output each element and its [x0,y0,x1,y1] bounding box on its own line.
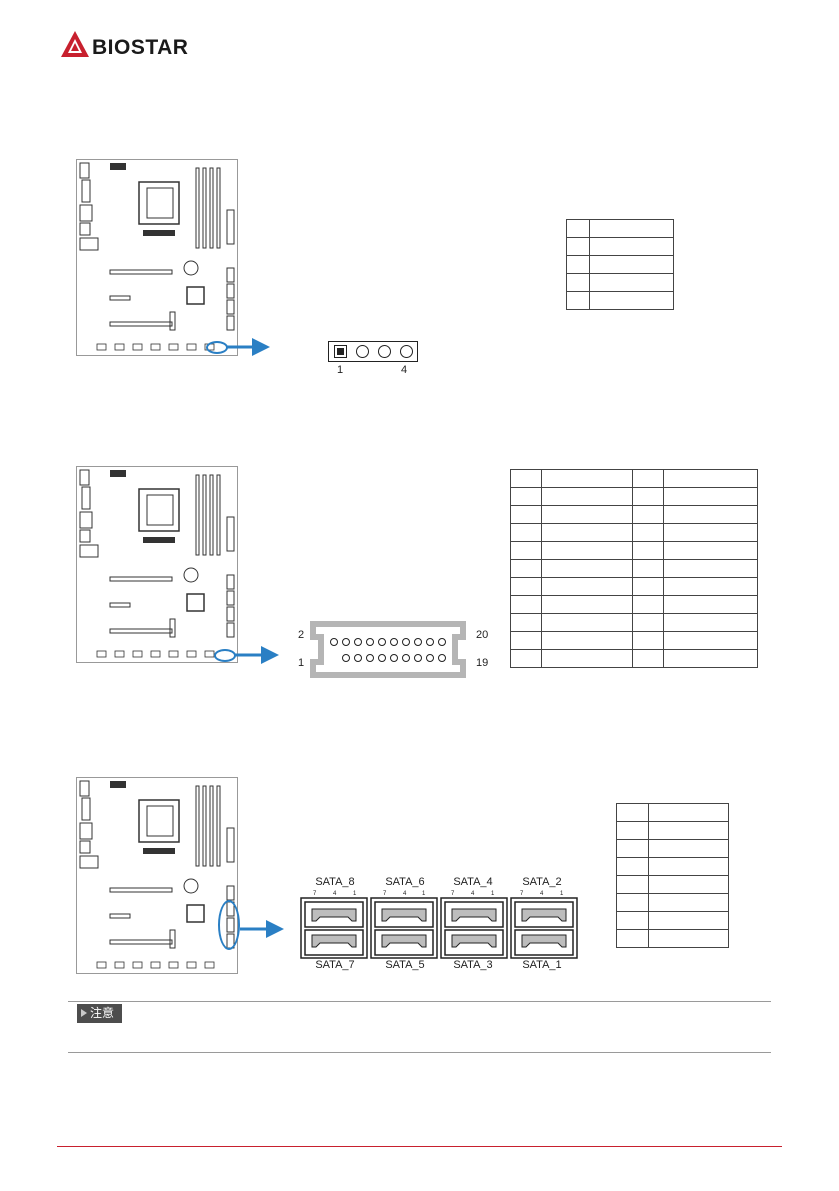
sata-label-bottom: SATA_7 [315,959,355,971]
pin-label-first: 1 [337,364,344,376]
pin-round [400,345,413,358]
sata-pin-number: 1 [422,891,426,897]
sata-port-block [300,897,578,959]
pin-label-bottom-left: 1 [298,657,305,669]
sata-pin-number: 1 [491,891,495,897]
callout-ellipse-3 [218,900,240,950]
sata-pin-number: 4 [471,891,475,897]
four-pin-header [328,341,418,362]
sata-label-bottom: SATA_1 [522,959,562,971]
biostar-logo: BIOSTAR [60,30,200,60]
sata-label-top: SATA_4 [453,876,493,888]
callout-arrow-2 [235,646,279,664]
note-top-rule [68,1001,771,1002]
pin-label-top-right: 20 [476,629,489,641]
note-arrow-icon [81,1009,87,1017]
motherboard-diagram-1 [76,159,238,356]
sata-pin-number: 1 [353,891,357,897]
sata-pin-number: 4 [403,891,407,897]
pin-label-top-left: 2 [298,629,305,641]
sata-pin-number: 7 [451,891,455,897]
pin-label-last: 4 [401,364,408,376]
callout-ellipse-2 [214,649,236,662]
sata-pin-number: 7 [520,891,524,897]
sata-pin-number: 7 [383,891,387,897]
sata-label-top: SATA_6 [385,876,425,888]
pin-table-1 [566,219,674,310]
logo-text: BIOSTAR [92,36,189,59]
sata-pin-number: 4 [540,891,544,897]
pin-table-3 [616,803,729,948]
sata-label-top: SATA_8 [315,876,355,888]
callout-ellipse-1 [206,341,228,354]
note-badge: 注意 [77,1004,122,1023]
sata-pin-number: 1 [560,891,564,897]
biostar-logo-icon [61,31,89,57]
sata-label-bottom: SATA_5 [385,959,425,971]
note-bottom-rule [68,1052,771,1053]
sata-label-top: SATA_2 [522,876,562,888]
motherboard-drawing [79,780,235,969]
pin-label-bottom-right: 19 [476,657,489,669]
callout-arrow-3 [240,920,284,938]
sata-label-bottom: SATA_3 [453,959,493,971]
sata-port-column [300,897,368,959]
pin-table-2 [510,469,758,668]
callout-arrow-1 [226,338,270,356]
motherboard-drawing [79,469,235,658]
pin-round [378,345,391,358]
pin-round [356,345,369,358]
motherboard-diagram-2 [76,466,238,663]
sata-pin-number: 7 [313,891,317,897]
sata-pin-number: 4 [333,891,337,897]
twenty-pin-header [310,621,466,678]
motherboard-diagram-3 [76,777,238,974]
motherboard-drawing [79,162,235,351]
footer-line [57,1146,782,1147]
note-label: 注意 [90,1006,115,1020]
pin-1-square [334,345,347,358]
